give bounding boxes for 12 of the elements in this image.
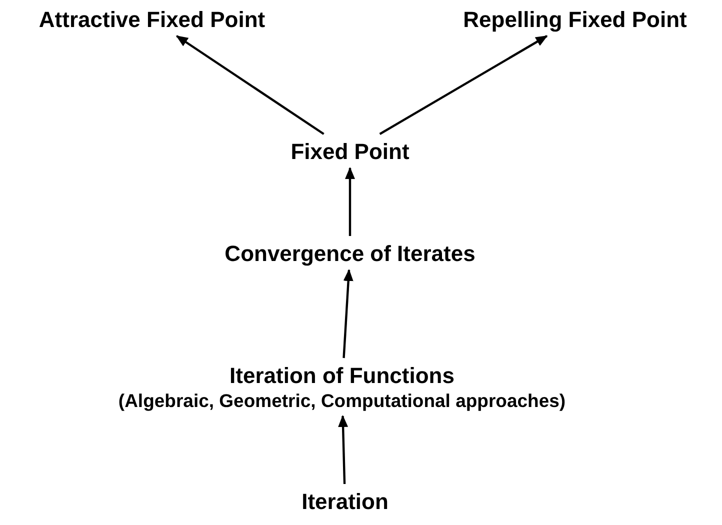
node-label: Attractive Fixed Point [38,6,266,33]
arrow [176,35,324,135]
arrow [379,35,548,135]
arrow [345,167,355,236]
node-label: Iteration [302,488,388,515]
node-label: Repelling Fixed Point [463,6,687,33]
arrow [342,269,354,358]
arrow [338,415,348,484]
node-label: Fixed Point [290,138,410,165]
node-label: Convergence of Iterates [224,240,476,267]
node-label: Iteration of Functions [230,362,454,389]
node-subtitle: (Algebraic, Geometric, Computational approaches) [118,389,566,413]
